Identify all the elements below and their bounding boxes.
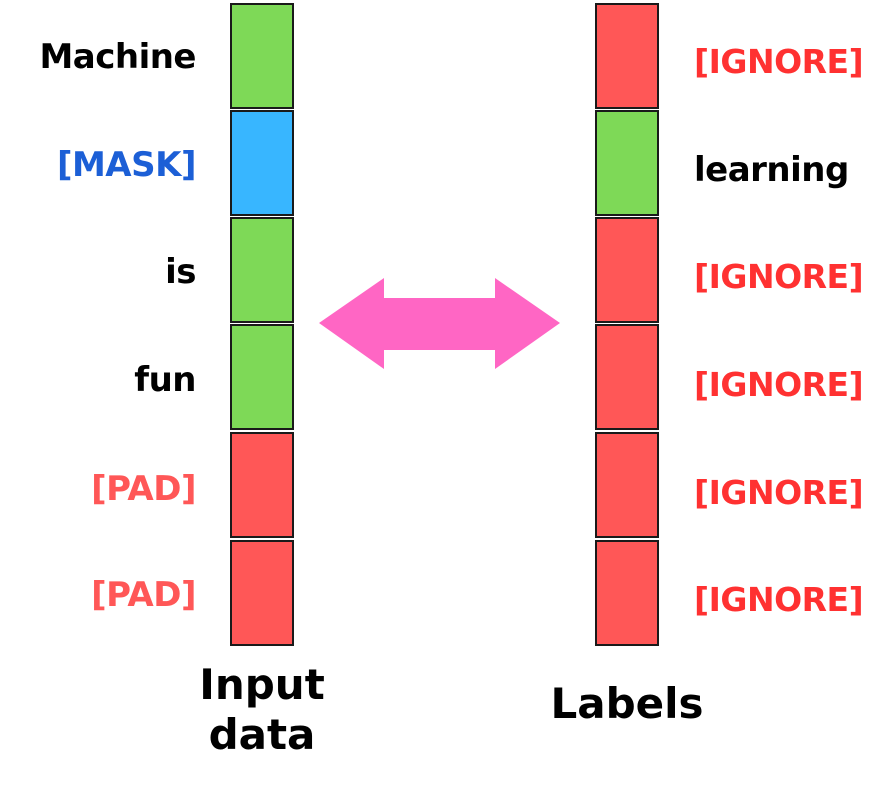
input-cell-machine — [230, 3, 294, 109]
input-token-fun: fun — [134, 360, 196, 400]
label-cell-learning — [595, 110, 659, 216]
label-token-learning: learning — [694, 150, 849, 190]
labels-column-title: Labels — [550, 679, 704, 728]
input-token-is: is — [165, 252, 196, 292]
input-token-pad-2: [PAD] — [91, 575, 196, 615]
label-token-ignore-6: [IGNORE] — [694, 580, 864, 619]
input-token-machine: Machine — [39, 37, 196, 77]
label-cell-4 — [595, 324, 659, 430]
input-title-line-2: data — [208, 710, 316, 760]
label-token-ignore-4: [IGNORE] — [694, 365, 864, 404]
input-cell-fun — [230, 324, 294, 430]
input-token-pad-1: [PAD] — [91, 469, 196, 509]
label-token-ignore-3: [IGNORE] — [694, 257, 864, 296]
input-cell-is — [230, 217, 294, 323]
input-cell-pad-2 — [230, 540, 294, 646]
label-token-ignore-1: [IGNORE] — [694, 42, 864, 81]
label-token-ignore-5: [IGNORE] — [694, 473, 864, 512]
input-title-line-1: Input — [199, 660, 325, 709]
label-cell-5 — [595, 432, 659, 538]
label-cell-1 — [595, 3, 659, 109]
input-cell-pad-1 — [230, 432, 294, 538]
input-column-title: Input data — [162, 660, 362, 761]
label-cell-6 — [595, 540, 659, 646]
input-cell-mask — [230, 110, 294, 216]
input-token-mask: [MASK] — [56, 145, 197, 185]
label-cell-3 — [595, 217, 659, 323]
